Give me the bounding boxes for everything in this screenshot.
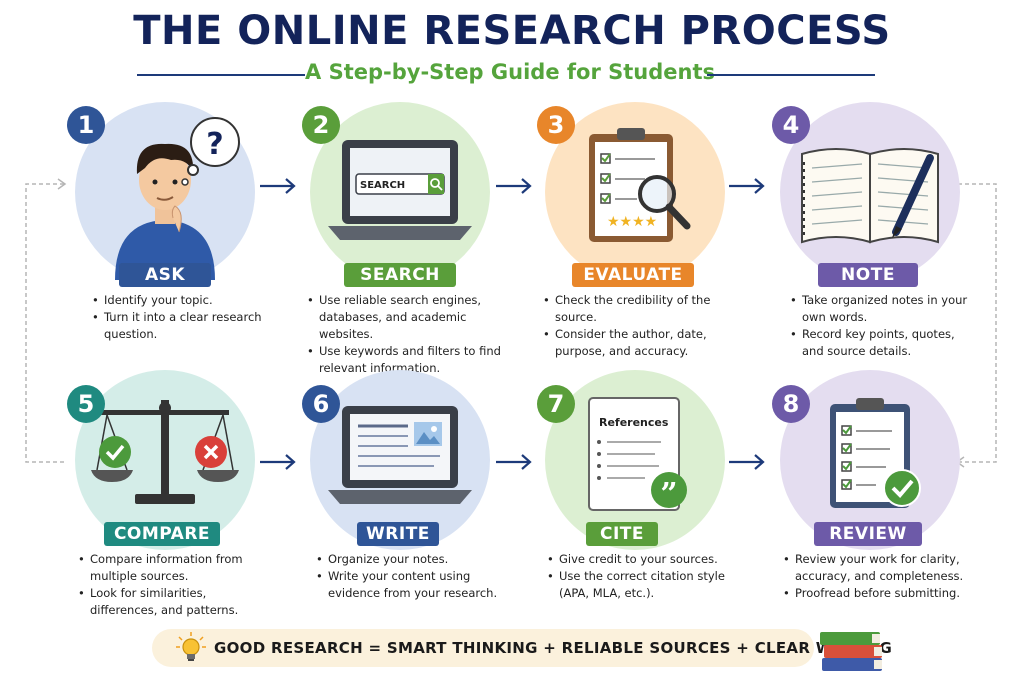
books-stack-icon xyxy=(820,632,882,671)
arrow-5-to-6 xyxy=(260,454,296,470)
step-3-bullets: Check the credibility of the source. Con… xyxy=(541,292,721,360)
step-4-bullet-2: Record key points, quotes, and source de… xyxy=(788,326,968,360)
step-6-bullet-1: Organize your notes. xyxy=(314,551,514,568)
balance-scale-icon xyxy=(91,400,239,504)
subtitle-divider-right xyxy=(707,74,875,76)
step-7-label: CITE xyxy=(586,522,658,546)
loop-connector-left xyxy=(25,178,67,463)
step-5-bullets: Compare information from multiple source… xyxy=(76,551,266,619)
step-1-bullet-1: Identify your topic. xyxy=(90,292,265,309)
step-2-circle: SEARCH xyxy=(310,102,490,282)
lightbulb-icon xyxy=(176,632,206,661)
step-7-bullet-2: Use the correct citation style (APA, MLA… xyxy=(545,568,735,602)
step-2-label: SEARCH xyxy=(344,263,456,287)
step-7-bullets: Give credit to your sources. Use the cor… xyxy=(545,551,735,602)
step-3-badge: 3 xyxy=(537,106,575,144)
step-3-label: EVALUATE xyxy=(572,263,694,287)
step-8-bullets: Review your work for clarity, accuracy, … xyxy=(781,551,971,602)
step-4-circle xyxy=(780,102,960,282)
step-3-bullet-1: Check the credibility of the source. xyxy=(541,292,721,326)
footer-text: GOOD RESEARCH = SMART THINKING + RELIABL… xyxy=(214,639,893,657)
svg-text:”: ” xyxy=(660,477,677,512)
laptop-search-icon: SEARCH xyxy=(328,140,472,240)
subtitle-divider-left xyxy=(137,74,305,76)
step-6-circle xyxy=(310,370,490,550)
step-7-circle: References ” xyxy=(545,370,725,550)
step-6-bullets: Organize your notes. Write your content … xyxy=(314,551,514,602)
page-title: THE ONLINE RESEARCH PROCESS xyxy=(133,8,891,54)
step-1-bullet-2: Turn it into a clear research question. xyxy=(90,309,265,343)
svg-text:?: ? xyxy=(206,127,223,162)
laptop-document-icon xyxy=(328,406,472,504)
step-2-bullet-1: Use reliable search engines, databases, … xyxy=(305,292,505,343)
page-subtitle: A Step-by-Step Guide for Students xyxy=(305,60,715,84)
step-8-bullet-1: Review your work for clarity, accuracy, … xyxy=(781,551,971,585)
step-2-badge: 2 xyxy=(302,106,340,144)
step-6-badge: 6 xyxy=(302,385,340,423)
svg-text:★★★★: ★★★★ xyxy=(607,214,657,230)
notebook-pen-icon xyxy=(801,148,939,244)
arrow-6-to-7 xyxy=(496,454,532,470)
step-5-bullet-2: Look for similarities, differences, and … xyxy=(76,585,266,619)
step-7-badge: 7 xyxy=(537,385,575,423)
step-8-badge: 8 xyxy=(772,385,810,423)
clipboard-magnifier-icon: ★★★★ xyxy=(589,128,691,242)
step-4-badge: 4 xyxy=(772,106,810,144)
step-3-bullet-2: Consider the author, date, purpose, and … xyxy=(541,326,721,360)
step-4-bullet-1: Take organized notes in your own words. xyxy=(788,292,968,326)
step-8-label: REVIEW xyxy=(814,522,922,546)
step-6-label: WRITE xyxy=(357,522,439,546)
step-5-circle xyxy=(75,370,255,550)
footer-banner: GOOD RESEARCH = SMART THINKING + RELIABL… xyxy=(152,629,892,667)
step-1-badge: 1 xyxy=(67,106,105,144)
arrow-1-to-2 xyxy=(260,178,296,194)
step-6-bullet-2: Write your content using evidence from y… xyxy=(314,568,514,602)
clipboard-checkmark-icon xyxy=(830,398,921,508)
step-7-bullet-1: Give credit to your sources. xyxy=(545,551,735,568)
step-8-circle xyxy=(780,370,960,550)
step-5-bullet-1: Compare information from multiple source… xyxy=(76,551,266,585)
references-document-icon: References ” xyxy=(588,397,687,512)
step-4-label: NOTE xyxy=(818,263,918,287)
step-4-bullets: Take organized notes in your own words. … xyxy=(788,292,968,360)
step-8-bullet-2: Proofread before submitting. xyxy=(781,585,971,602)
step-5-label: COMPARE xyxy=(104,522,220,546)
arrow-7-to-8 xyxy=(729,454,765,470)
step-2-bullets: Use reliable search engines, databases, … xyxy=(305,292,505,377)
references-heading: References xyxy=(599,416,669,429)
step-5-badge: 5 xyxy=(67,385,105,423)
search-box-text: SEARCH xyxy=(360,180,405,191)
step-1-bullets: Identify your topic. Turn it into a clea… xyxy=(90,292,265,343)
subtitle-row: A Step-by-Step Guide for Students xyxy=(137,60,875,90)
step-1-label: ASK xyxy=(119,263,211,287)
arrow-3-to-4 xyxy=(729,178,765,194)
step-3-circle: ★★★★ xyxy=(545,102,725,282)
arrow-2-to-3 xyxy=(496,178,532,194)
